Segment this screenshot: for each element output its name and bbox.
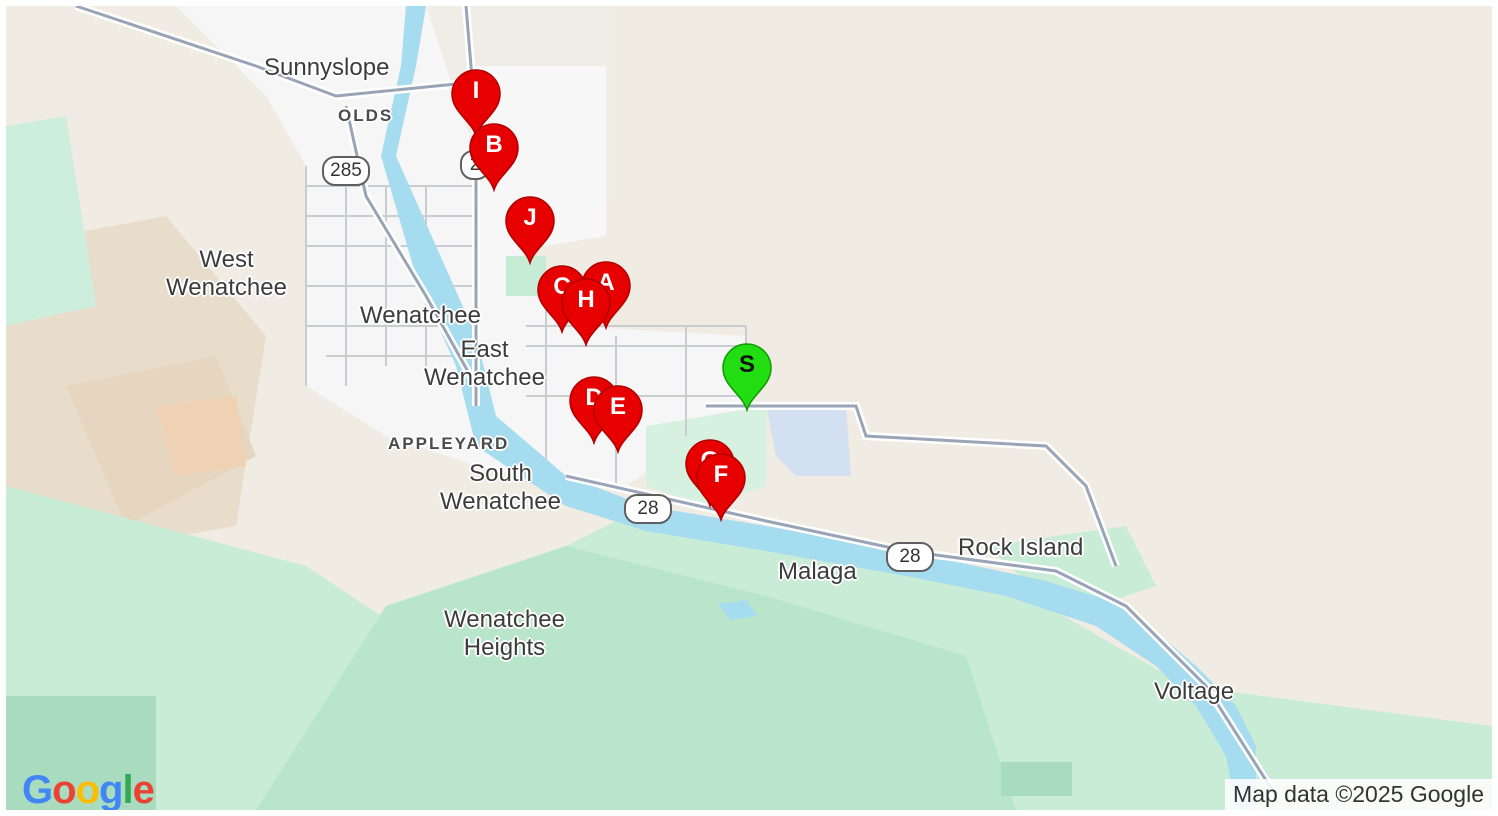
map-marker-e[interactable]: E (591, 384, 645, 454)
route-shield-285: 285 (322, 156, 370, 186)
route-shield-28-west: 28 (624, 494, 672, 524)
map-marker-start[interactable]: S (720, 342, 774, 412)
logo-letter: g (99, 768, 123, 810)
marker-label: E (609, 393, 626, 420)
place-label-east-wenatchee: East Wenatchee (424, 336, 545, 391)
map-attribution[interactable]: Map data ©2025 Google (1225, 779, 1492, 810)
marker-label: F (713, 461, 729, 488)
map-marker-j[interactable]: J (503, 195, 557, 265)
place-label-voltage: Voltage (1154, 678, 1235, 705)
place-label-wenatchee-heights: Wenatchee Heights (444, 606, 565, 661)
map-marker-f[interactable]: F (694, 452, 748, 522)
map-canvas[interactable]: Sunnyslope OLDS West Wenatchee Wenatchee… (6, 6, 1492, 810)
place-label-malaga: Malaga (778, 558, 857, 585)
map-marker-h[interactable]: H (559, 277, 613, 347)
logo-letter: o (52, 768, 76, 810)
route-shield-28-east: 28 (886, 542, 934, 572)
marker-label: I (472, 77, 480, 104)
marker-label: B (485, 131, 503, 158)
place-label-wenatchee: Wenatchee (360, 302, 481, 329)
place-label-west-wenatchee: West Wenatchee (166, 246, 287, 301)
place-label-olds: OLDS (338, 106, 394, 125)
logo-letter: G (22, 768, 53, 810)
map-marker-b[interactable]: B (467, 122, 521, 192)
marker-label: S (738, 351, 755, 378)
marker-label: J (523, 204, 537, 231)
logo-letter: o (75, 768, 100, 810)
marker-label: H (577, 286, 595, 313)
place-label-sunnyslope: Sunnyslope (264, 54, 390, 81)
map-base-layer (6, 6, 1492, 810)
logo-letter: e (132, 768, 155, 810)
google-logo[interactable]: Google (22, 768, 155, 810)
logo-letter: l (122, 768, 133, 810)
place-label-rock-island: Rock Island (958, 534, 1084, 561)
place-label-appleyard: APPLEYARD (388, 434, 510, 453)
place-label-south-wenatchee: South Wenatchee (440, 460, 561, 515)
map-marker-i[interactable]: I (449, 68, 503, 138)
